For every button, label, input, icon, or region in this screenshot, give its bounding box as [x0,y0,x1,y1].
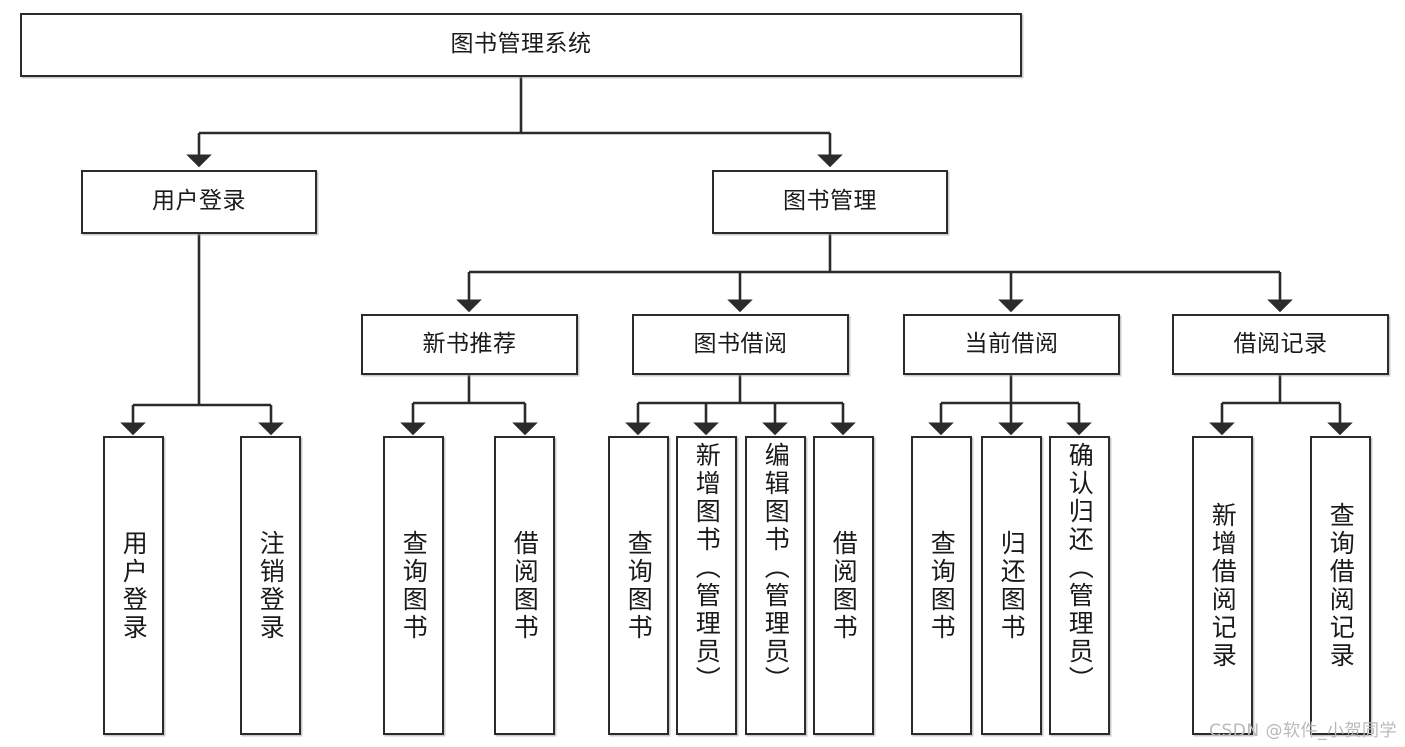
node-root-label: 图书管理系统 [450,31,592,58]
node-current-borrow[interactable]: 当前借阅 [903,314,1120,375]
node-book-manage-label: 图书管理 [783,188,877,215]
node-new-book-rec[interactable]: 新书推荐 [361,314,578,375]
node-leaf-edit-book-label: 编辑图书（管理员） [761,442,791,694]
node-user-login-label: 用户登录 [152,188,246,215]
node-leaf-add-book[interactable]: 新增图书（管理员） [676,436,737,735]
node-leaf-add-record-label: 新增借阅记录 [1208,501,1238,670]
csdn-watermark: CSDN @软件_小贺同学 [1209,721,1397,741]
node-borrow-record-label: 借阅记录 [1233,330,1328,357]
node-leaf-borrow-book-2[interactable]: 借阅图书 [813,436,874,735]
node-leaf-query-book-2[interactable]: 查询图书 [608,436,669,735]
node-user-login[interactable]: 用户登录 [81,170,317,234]
node-book-borrow[interactable]: 图书借阅 [632,314,849,375]
node-root[interactable]: 图书管理系统 [20,13,1022,77]
node-book-borrow-label: 图书借阅 [693,330,788,357]
node-leaf-borrow-book-1-label: 借阅图书 [510,529,540,642]
node-leaf-query-book-1-label: 查询图书 [399,529,429,642]
node-leaf-add-record[interactable]: 新增借阅记录 [1192,436,1253,735]
node-leaf-edit-book[interactable]: 编辑图书（管理员） [745,436,806,735]
node-leaf-borrow-book-2-label: 借阅图书 [829,529,859,642]
node-leaf-query-book-2-label: 查询图书 [624,529,654,642]
node-leaf-query-book-3[interactable]: 查询图书 [911,436,972,735]
node-current-borrow-label: 当前借阅 [964,330,1059,357]
node-leaf-user-login[interactable]: 用户登录 [103,436,164,735]
node-leaf-query-book-1[interactable]: 查询图书 [383,436,444,735]
node-leaf-add-book-label: 新增图书（管理员） [692,442,722,694]
node-borrow-record[interactable]: 借阅记录 [1172,314,1389,375]
node-leaf-query-record[interactable]: 查询借阅记录 [1310,436,1371,735]
node-leaf-query-book-3-label: 查询图书 [927,529,957,642]
node-leaf-return-book[interactable]: 归还图书 [981,436,1042,735]
node-leaf-borrow-book-1[interactable]: 借阅图书 [494,436,555,735]
node-book-manage[interactable]: 图书管理 [712,170,948,234]
node-leaf-user-logout-label: 注销登录 [256,529,286,642]
node-leaf-user-logout[interactable]: 注销登录 [240,436,301,735]
node-leaf-user-login-label: 用户登录 [119,529,149,642]
node-new-book-rec-label: 新书推荐 [422,330,517,357]
node-leaf-return-book-label: 归还图书 [997,529,1027,642]
node-leaf-query-record-label: 查询借阅记录 [1326,501,1356,670]
node-leaf-confirm-return[interactable]: 确认归还（管理员） [1049,436,1110,735]
node-leaf-confirm-return-label: 确认归还（管理员） [1065,442,1095,694]
